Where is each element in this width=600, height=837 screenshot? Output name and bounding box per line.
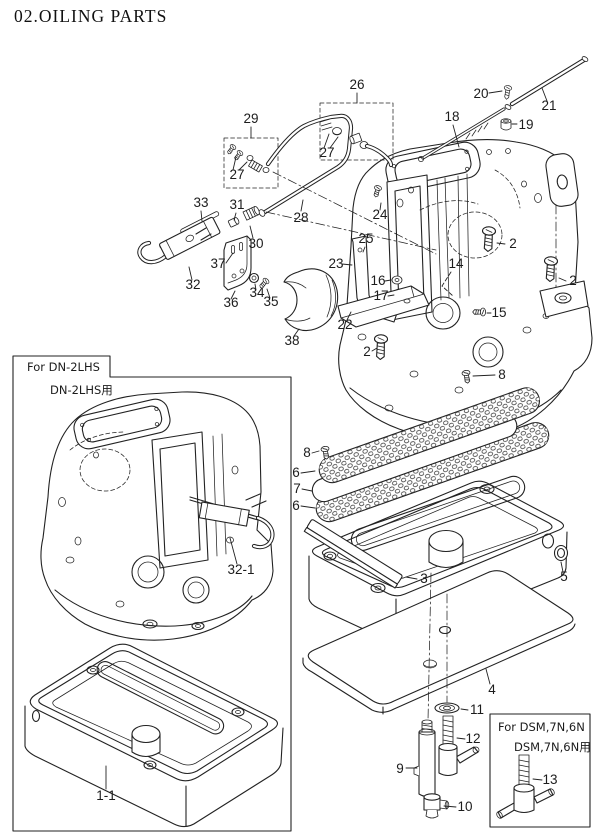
machine-mount-parts: 24 25 23 16 17 22 14 15 2 2 2 8 <box>328 184 577 385</box>
fitting-30 <box>242 206 260 221</box>
part-label-13: 13 <box>542 772 557 787</box>
part-label-36: 36 <box>223 295 238 310</box>
nut-19 <box>500 118 512 131</box>
pipe-block-32 <box>159 216 221 260</box>
part-label-25: 25 <box>358 231 373 246</box>
stud-13 <box>496 754 555 819</box>
magnet-bar-3 <box>303 519 403 589</box>
left-pipe-cluster: 33 31 30 37 32 36 34 35 <box>137 195 279 310</box>
part-label-23: 23 <box>328 256 343 271</box>
part-label-29: 29 <box>243 111 258 126</box>
part-label-22: 22 <box>337 317 352 332</box>
felt-strips: 8 6 7 6 <box>292 387 550 523</box>
dsm-label-jp: DSM,7N,6N用 <box>514 740 591 754</box>
dn2lhs-variant-box: For DN-2LHS DN-2LHS用 <box>12 355 292 832</box>
bed-bushing-hole <box>425 296 461 330</box>
perforated-strip-6-lower <box>315 422 550 523</box>
part-label-2-right: 2 <box>569 273 577 288</box>
part-label-6-upper: 6 <box>292 465 300 480</box>
oil-screw-12 <box>438 715 480 777</box>
dashed-box-26 <box>319 102 394 161</box>
washer-11 <box>434 702 460 714</box>
bracket-36 <box>223 235 252 291</box>
perforated-strip-6-upper <box>318 387 540 484</box>
grommet-5 <box>553 544 569 562</box>
wick-rod-21 <box>510 58 586 106</box>
bed-mount-ear <box>539 280 589 318</box>
cushion-38: 38 <box>283 268 339 348</box>
arm-end-plate <box>545 153 579 207</box>
part-label-34: 34 <box>249 285 265 300</box>
part-label-17: 17 <box>373 288 388 303</box>
nut-31 <box>227 217 240 228</box>
dn2lhs-label-en: For DN-2LHS <box>27 360 100 374</box>
part-label-4: 4 <box>488 682 496 697</box>
wick-rod-parts: 18 20 21 19 <box>418 56 589 162</box>
part-label-7: 7 <box>293 481 301 496</box>
part-label-30: 30 <box>248 236 263 251</box>
part-label-38: 38 <box>284 333 299 348</box>
part-label-2-lower: 2 <box>363 344 371 359</box>
part-label-9: 9 <box>396 761 404 776</box>
dn2lhs-box-border <box>12 355 292 832</box>
part-label-27-right: 27 <box>319 145 334 160</box>
part-label-26: 26 <box>349 77 364 92</box>
dn2lhs-label-jp: DN-2LHS用 <box>50 383 113 397</box>
elbow-10 <box>423 793 450 819</box>
washer-34 <box>248 272 260 284</box>
part-label-2-upper: 2 <box>509 236 517 251</box>
drain-parts: 11 12 9 10 <box>396 572 484 819</box>
dsm-label-en: For DSM,7N,6N <box>498 720 585 734</box>
part-label-28: 28 <box>293 210 308 225</box>
fitting-16 <box>391 275 403 285</box>
part-label-18: 18 <box>444 109 459 124</box>
part-label-24: 24 <box>372 207 388 222</box>
part-label-14: 14 <box>448 256 464 271</box>
pan-slot <box>350 475 526 551</box>
oil-reservoir-cylinder <box>428 529 464 569</box>
part-label-3: 3 <box>420 571 428 586</box>
oil-pan-1-1 <box>24 643 284 828</box>
dn2lhs-machine-body <box>40 391 274 641</box>
part-label-15: 15 <box>491 305 506 320</box>
part-label-33: 33 <box>193 195 208 210</box>
pipe-hook-32 <box>138 241 168 264</box>
oil-tube-28 <box>263 114 353 214</box>
page-title: 02.OILING PARTS <box>14 6 167 26</box>
pipe-assembly-32-1 <box>189 493 275 550</box>
dsm-variant-box: For DSM,7N,6N DSM,7N,6N用 13 <box>489 713 591 828</box>
part-label-5: 5 <box>560 569 568 584</box>
tube-screw-27-left <box>225 143 238 156</box>
part-label-37: 37 <box>210 256 225 271</box>
part-label-21: 21 <box>541 98 556 113</box>
part-label-20: 20 <box>473 86 488 101</box>
part-label-19: 19 <box>518 117 533 132</box>
part-label-12: 12 <box>465 731 480 746</box>
part-label-6-lower: 6 <box>292 498 300 513</box>
drain-tube-9 <box>413 719 436 798</box>
part-label-1-1: 1-1 <box>96 788 116 803</box>
dsm-box-border <box>489 713 591 828</box>
part-label-32: 32 <box>185 277 200 292</box>
part-label-11: 11 <box>470 702 484 717</box>
screw-20 <box>503 85 513 100</box>
part-label-16: 16 <box>370 273 385 288</box>
part-label-8-left: 8 <box>303 445 311 460</box>
part-label-27-left: 27 <box>229 167 244 182</box>
oil-tube-assemblies: 26 29 27 27 28 <box>223 77 437 255</box>
part-label-8-right: 8 <box>498 367 506 382</box>
part-label-32-1: 32-1 <box>227 562 254 577</box>
cushion-mat-4: 4 <box>302 570 576 715</box>
part-label-35: 35 <box>263 294 278 309</box>
wick-rod-18 <box>422 108 505 159</box>
part-label-10: 10 <box>457 799 472 814</box>
part-label-31: 31 <box>229 197 244 212</box>
